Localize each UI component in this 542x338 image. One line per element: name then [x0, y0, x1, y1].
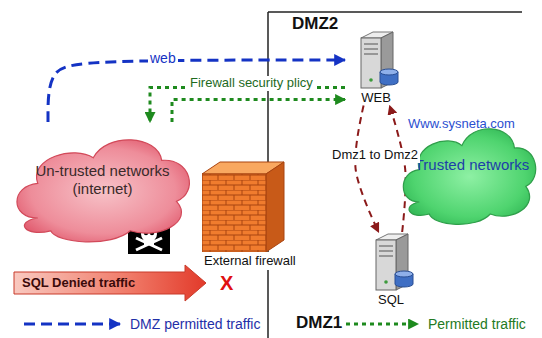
- web-server: WEB: [345, 30, 407, 106]
- legend-sample: [346, 317, 422, 331]
- brick-wall-icon: [202, 160, 286, 252]
- server-icon: [360, 232, 422, 292]
- traffic-arrow: [390, 106, 406, 232]
- zone-label: DMZ2: [292, 14, 338, 34]
- legend-item: DMZ permitted traffic: [24, 316, 260, 332]
- network-label: Un-trusted networks (internet): [35, 162, 170, 198]
- network-label: Trusted networks: [408, 156, 536, 174]
- legend-item: Permitted traffic: [346, 316, 526, 332]
- watermark: Www.sysneta.com: [408, 117, 515, 132]
- sql-server: SQL: [360, 232, 422, 308]
- traffic-arrow: [48, 60, 345, 122]
- untrusted-network-cloud: Un-trusted networks (internet): [10, 122, 195, 250]
- edge-label: Firewall security plicy: [188, 76, 315, 91]
- dmz-border: [268, 11, 522, 13]
- denied-arrow: [14, 265, 206, 301]
- zone-label: DMZ1: [296, 313, 342, 333]
- legend-sample: [24, 317, 124, 331]
- server-label: WEB: [345, 90, 407, 106]
- server-icon: [345, 30, 407, 90]
- denied-traffic-label: SQL Denied traffic: [22, 276, 135, 291]
- legend-text: Permitted traffic: [428, 316, 526, 332]
- legend-text: DMZ permitted traffic: [130, 316, 260, 332]
- traffic-arrow: [150, 88, 345, 122]
- server-label: SQL: [360, 292, 422, 308]
- firewall: External firewall: [202, 160, 298, 270]
- firewall-label: External firewall: [202, 252, 298, 270]
- deny-mark: X: [220, 272, 233, 295]
- traffic-arrow: [355, 106, 378, 232]
- edge-label: web: [148, 50, 178, 66]
- traffic-arrow: [172, 100, 345, 122]
- edge-label: Dmz1 to Dmz2: [330, 148, 420, 163]
